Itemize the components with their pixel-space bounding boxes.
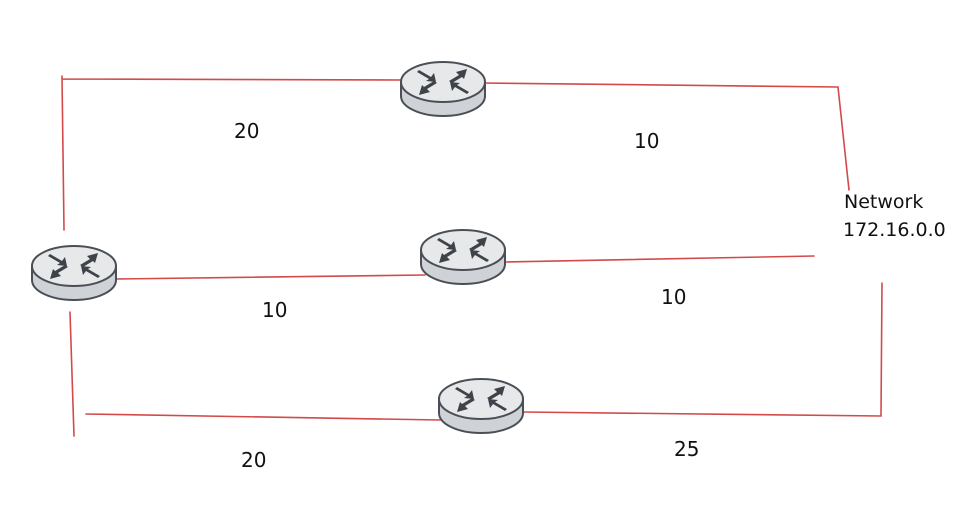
cost-left-middle: 10 — [262, 298, 287, 322]
cost-middle-network: 10 — [661, 285, 686, 309]
router-icon[interactable] — [438, 378, 524, 434]
link-left-bottom — [69, 311, 441, 437]
cost-top-network: 10 — [634, 129, 659, 153]
router-icon[interactable] — [31, 245, 117, 301]
link-middle-network — [504, 255, 815, 263]
router-icon[interactable] — [400, 61, 486, 117]
links — [61, 75, 883, 437]
link-left-middle — [116, 274, 426, 280]
cost-left-bottom: 20 — [241, 448, 266, 472]
cost-bottom-network: 25 — [674, 437, 699, 461]
cost-left-top: 20 — [234, 119, 259, 143]
link-top-network — [481, 82, 850, 191]
link-left-top — [61, 75, 404, 231]
link-bottom-network — [522, 282, 883, 417]
router-icon[interactable] — [420, 229, 506, 285]
network-name: Network — [844, 191, 923, 213]
network-address: 172.16.0.0 — [843, 219, 946, 241]
